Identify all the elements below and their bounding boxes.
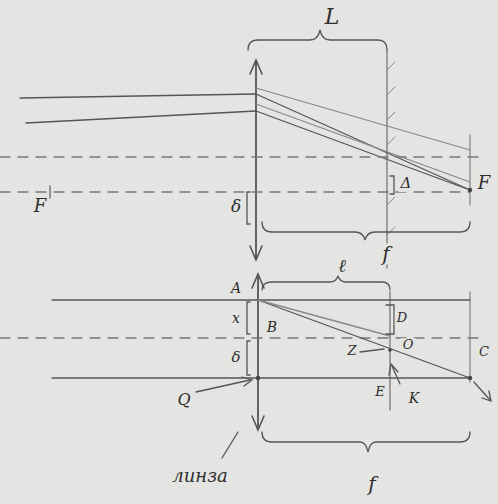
- top-figure: [0, 30, 485, 268]
- point-label: Z: [345, 344, 358, 358]
- dimension-label: L: [323, 5, 342, 28]
- point-label: E: [373, 385, 387, 399]
- point-label: Q: [175, 392, 192, 409]
- dimension-label: f: [366, 474, 377, 495]
- dimension-label: x: [230, 311, 242, 326]
- lens-caption: линза: [170, 467, 229, 486]
- point-label: F: [476, 174, 493, 193]
- dimension-label: Δ: [399, 176, 414, 192]
- point-label: O: [401, 338, 416, 352]
- dimension-label: f: [380, 244, 391, 265]
- dimension-label: δ: [229, 350, 242, 366]
- dimension-label: δ: [229, 198, 243, 216]
- point-label: B: [265, 320, 279, 335]
- point-label: C: [477, 345, 491, 359]
- point-label: F: [32, 197, 49, 216]
- bottom-figure: [0, 274, 491, 458]
- dimension-label: ℓ: [336, 257, 348, 276]
- point-label: K: [407, 391, 421, 406]
- point-label: D: [395, 311, 409, 325]
- point-label: A: [229, 281, 243, 296]
